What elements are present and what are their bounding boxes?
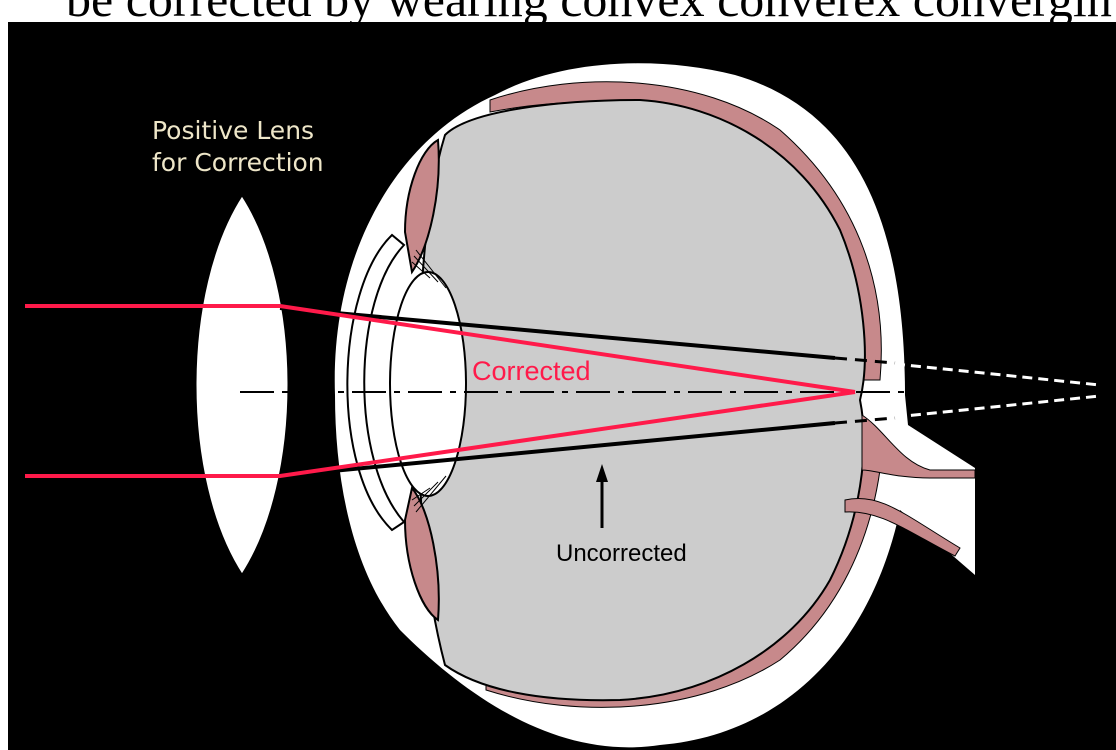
positive-lens: [196, 195, 289, 575]
uncorrected-label: Uncorrected: [556, 540, 687, 567]
heading-text: be corrected by wearing convex converex …: [66, 0, 1116, 22]
lens-label-line1: Positive Lens: [152, 116, 314, 145]
eye-diagram: Positive Lens for Correction Corrected U…: [8, 22, 1116, 750]
lens-label-line2: for Correction: [152, 148, 324, 177]
corrected-label: Corrected: [472, 356, 591, 386]
uncorrected-rays-beyond: [895, 364, 1100, 417]
diagram-canvas: Positive Lens for Correction Corrected U…: [8, 22, 1116, 750]
heading-strip: be corrected by wearing convex converex …: [0, 0, 1116, 22]
